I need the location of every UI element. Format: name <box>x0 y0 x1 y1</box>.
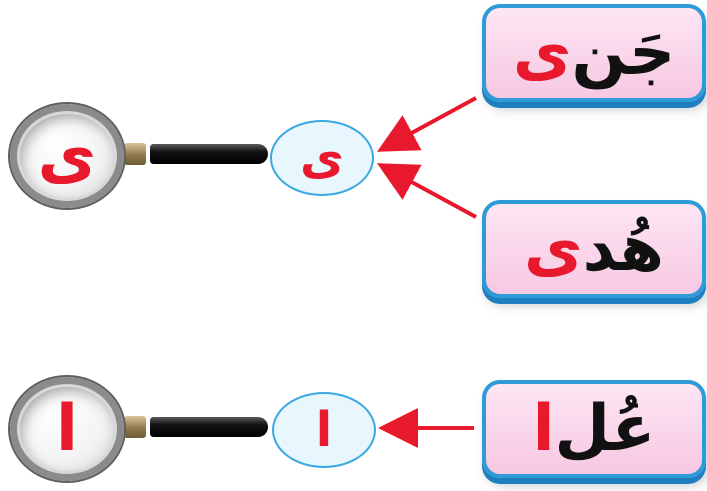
magnifier-handle <box>150 144 268 164</box>
magnifier-lens-1: ى <box>10 104 124 208</box>
word-card-1-highlight: ى <box>512 16 572 90</box>
letter-circle-2[interactable]: ا <box>272 392 376 468</box>
word-card-3-highlight: ا <box>532 392 555 466</box>
word-card-2-highlight: ى <box>524 212 583 286</box>
magnifier-collar <box>124 143 146 165</box>
word-card-2-base: هُد <box>582 212 664 286</box>
word-card-3-base: عُل <box>554 392 656 466</box>
magnifier-lens-2: ا <box>10 377 124 481</box>
magnifier-handle <box>150 417 268 437</box>
word-card-1-base: جَن <box>571 16 676 90</box>
arrow-word2-to-circle1 <box>376 163 477 219</box>
magnifier-collar <box>124 416 146 438</box>
arrow-word1-to-circle1 <box>376 96 477 152</box>
letter-circle-1[interactable]: ى <box>270 120 374 196</box>
